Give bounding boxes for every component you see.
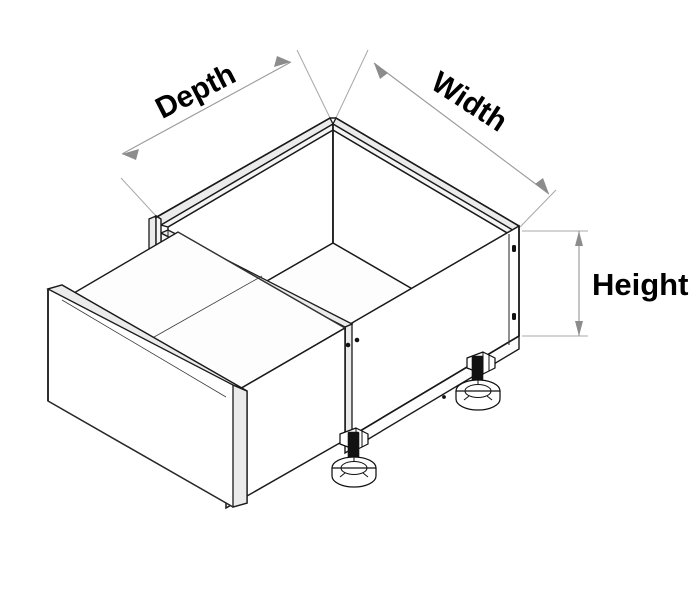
- drawer-tray-back-line: [177, 231, 346, 329]
- drawer-front-top-edge: [46, 284, 248, 392]
- carcass-top-outline: [154, 117, 520, 227]
- leg-right-spoke-bl: [463, 395, 470, 401]
- dowel-hole-b-icon: [354, 337, 360, 343]
- leg-right-spoke-br: [486, 395, 493, 401]
- height-dimension: Height: [522, 230, 688, 337]
- depth-arrow-left: [122, 149, 139, 160]
- leg-front-spoke-br: [362, 472, 369, 478]
- drawer-front-edge-thickness: [232, 384, 248, 508]
- width-extension-left: [333, 49, 369, 123]
- leg-front: [331, 427, 377, 488]
- width-arrow-right: [535, 178, 549, 194]
- dowel-hole-a-icon: [345, 342, 351, 348]
- leg-right: [455, 351, 501, 411]
- drawer-top-seam: [139, 275, 263, 346]
- height-arrow-top: [575, 231, 583, 246]
- width-arrow-left: [374, 63, 388, 79]
- width-dimension-line: [373, 62, 550, 195]
- depth-dimension-line: [121, 61, 292, 155]
- width-label: Width: [425, 66, 513, 139]
- height-arrow-bottom: [575, 321, 583, 336]
- drawer-assembly: [46, 231, 347, 510]
- dowel-hole-c-icon: [442, 395, 446, 399]
- height-label: Height: [592, 267, 688, 302]
- leg-right-foot-side: [455, 390, 501, 411]
- depth-arrow-right: [274, 56, 291, 67]
- cam-fittings-right-panel: [512, 245, 516, 320]
- cam-fitting-lower-icon: [512, 313, 516, 320]
- depth-extension-right: [296, 49, 333, 123]
- right-panel-front-edge: [344, 323, 353, 442]
- leg-right-stem: [471, 355, 484, 383]
- drawer-front-bottom-edge: [47, 400, 234, 508]
- depth-label: Depth: [150, 58, 241, 126]
- leg-front-stem: [347, 431, 360, 459]
- drawer-tray-front-line: [61, 299, 227, 398]
- depth-extension-left: [120, 177, 157, 217]
- cam-fittings-front-edge: [345, 337, 446, 399]
- leg-front-foot-side: [331, 467, 377, 488]
- leg-front-spoke-bl: [339, 472, 346, 478]
- cam-fitting-upper-icon: [512, 245, 516, 252]
- width-extension-right: [519, 189, 557, 228]
